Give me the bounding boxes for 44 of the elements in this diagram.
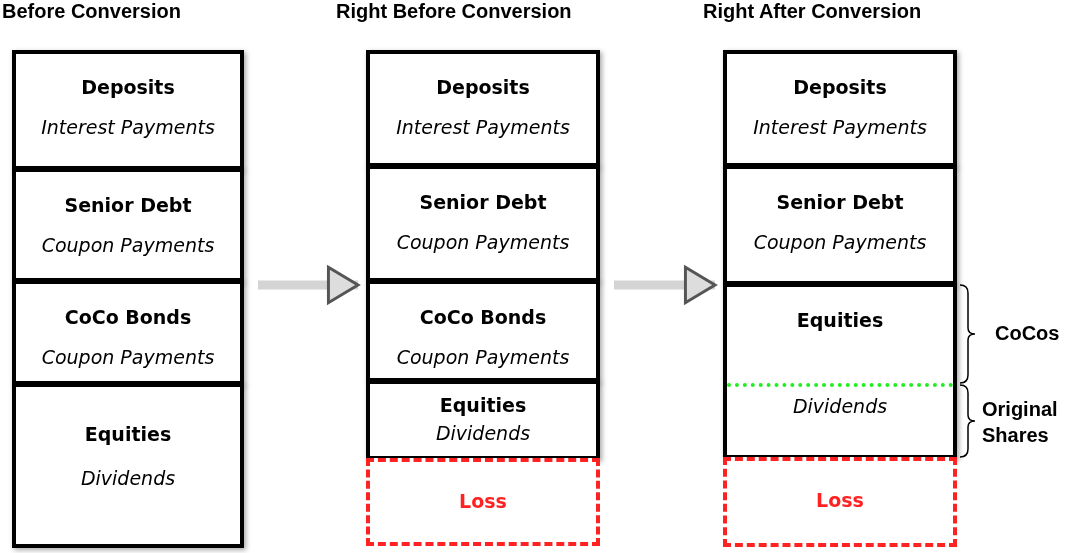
loss-box [723,457,957,547]
layer-title: Equities [795,309,885,331]
block-arrow [258,265,360,305]
bracket-label: CoCos [995,321,1061,346]
payment-text: Coupon Payments [395,231,571,253]
balance-sheet-layer [12,168,244,282]
balance-sheet-layer [366,50,600,167]
balance-sheet-layer [12,50,244,170]
balance-sheet-layer [366,380,600,460]
balance-sheet-layer [12,383,244,548]
balance-sheet-layer [723,165,957,285]
bracket-label: Original Shares [982,397,1059,448]
balance-sheet-layer [366,165,600,282]
payment-text: Interest Payments [395,116,571,138]
layer-title: Senior Debt [775,191,905,213]
payment-text: Interest Payments [40,116,216,138]
payment-text: Coupon Payments [395,346,571,368]
column-heading: Right After Conversion [703,0,922,23]
layer-title: Equities [83,423,173,445]
payment-text: Dividends [791,395,889,417]
payment-text: Coupon Payments [752,231,928,253]
layer-title: Deposits [80,76,176,98]
layer-title: Senior Debt [63,194,193,216]
payment-text: Coupon Payments [40,234,216,256]
balance-sheet-layer [12,280,244,385]
payment-text: Dividends [434,422,532,444]
payment-text: Interest Payments [752,116,928,138]
payment-text: Dividends [79,467,177,489]
layer-title: Deposits [435,76,531,98]
column-heading: Before Conversion [2,0,181,23]
layer-title: Loss [458,490,508,512]
layer-title: CoCo Bonds [418,306,548,328]
layer-title: Senior Debt [418,191,548,213]
layer-title: Loss [815,489,865,511]
layer-title: Equities [438,394,528,416]
loss-box [366,458,600,546]
balance-sheet-layer [723,283,957,459]
column-heading: Right Before Conversion [336,0,572,23]
layer-title: CoCo Bonds [63,306,193,328]
balance-sheet-layer [723,50,957,167]
block-arrow [614,265,717,305]
balance-sheet-layer [366,280,600,382]
payment-text: Coupon Payments [40,346,216,368]
layer-title: Deposits [792,76,888,98]
